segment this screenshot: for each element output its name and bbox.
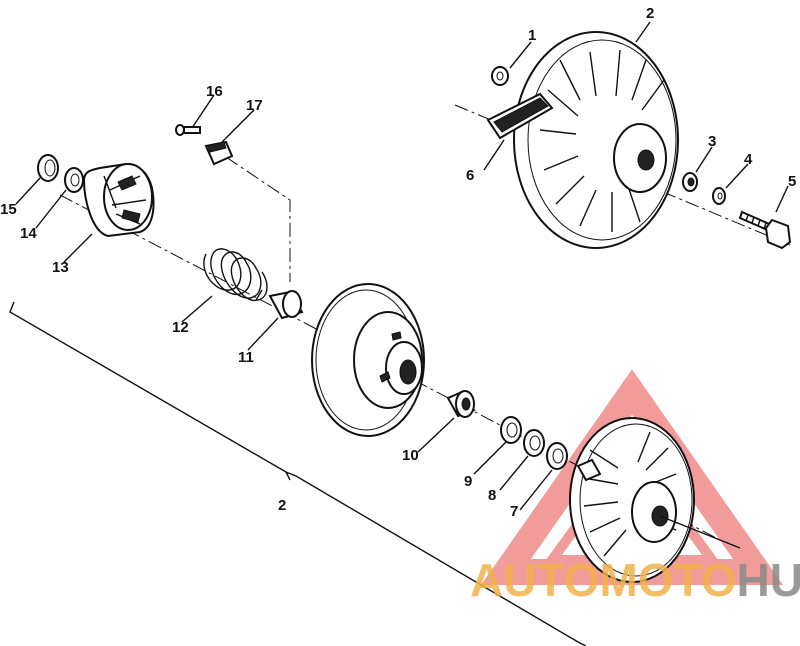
callout-10: 10: [402, 447, 419, 464]
watermark-word-a: AUTO: [470, 554, 600, 606]
part-3-washer: [682, 172, 698, 192]
part-1-washer: [491, 66, 509, 86]
part-12-spring: [203, 248, 268, 301]
callout-5: 5: [788, 173, 796, 190]
svg-text:AUTOMOTOHUB: AUTOMOTOHUB: [470, 554, 800, 606]
watermark-word-b: MOTO: [600, 554, 737, 606]
part-2-sheave: [513, 31, 679, 249]
part-6-shoe: [486, 92, 554, 140]
callout-12: 12: [172, 319, 189, 336]
callout-17: 17: [246, 97, 263, 114]
callout-4: 4: [744, 151, 753, 168]
part-10-bushing: [446, 390, 476, 418]
callout-3: 3: [708, 133, 716, 150]
part-5-bolt: [738, 210, 792, 250]
part-17-button: [204, 140, 234, 166]
watermark-word-c: HUB: [737, 554, 800, 606]
part-9-washer: [500, 416, 522, 444]
callout-13: 13: [52, 259, 69, 276]
part-14-washer: [64, 167, 84, 193]
callout-15: 15: [0, 201, 17, 218]
part-13-cam: [82, 162, 155, 238]
callout-2: 2: [646, 5, 654, 22]
part-16-screw: [175, 124, 201, 136]
part-11-bushing: [268, 290, 304, 320]
part-4-washer: [712, 187, 726, 205]
part-7-washer: [546, 442, 568, 470]
fixed-sheave: [569, 417, 741, 583]
assembly-bracket: [9, 301, 587, 646]
part-15-snap-ring: [37, 154, 59, 182]
watermark-wordmark: AUTOMOTOHUB: [470, 554, 800, 606]
assembly-label: 2: [278, 497, 286, 514]
leader-lines: [15, 21, 789, 511]
callout-9: 9: [464, 473, 472, 490]
callout-labels: 1 2 3 4 5 6 7 8 9 10 11 12 13 14 15 16 1…: [0, 5, 796, 520]
callout-16: 16: [206, 83, 223, 100]
callout-8: 8: [488, 487, 496, 504]
callout-11: 11: [238, 349, 254, 366]
callout-14: 14: [20, 225, 37, 242]
callout-1: 1: [528, 27, 536, 44]
moveable-sheave: [311, 283, 425, 437]
part-8-washer: [523, 429, 545, 457]
callout-6: 6: [466, 167, 474, 184]
callout-7: 7: [510, 503, 518, 520]
